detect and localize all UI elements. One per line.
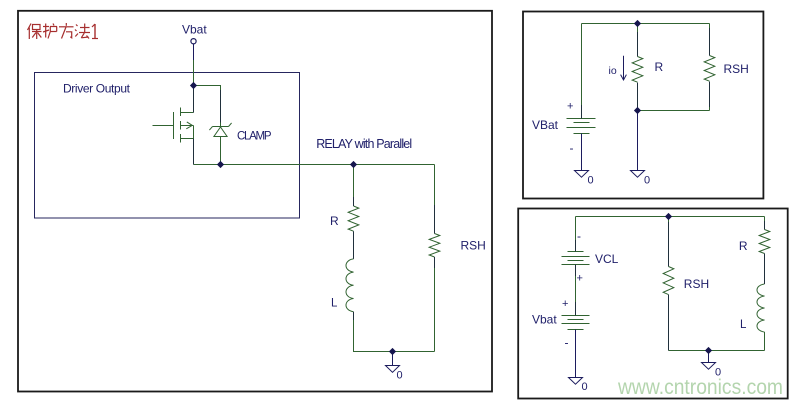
- svg-text:+: +: [567, 101, 573, 113]
- svg-text:io: io: [609, 65, 617, 77]
- svg-text:0: 0: [644, 175, 650, 187]
- svg-text:www.cntronics.com: www.cntronics.com: [617, 376, 783, 399]
- svg-text:L: L: [331, 298, 338, 310]
- svg-text:0: 0: [588, 175, 594, 187]
- svg-text:+: +: [562, 298, 568, 310]
- svg-text:-: -: [577, 229, 581, 243]
- svg-text:RSH: RSH: [724, 62, 749, 76]
- svg-text:CLAMP: CLAMP: [237, 131, 272, 143]
- svg-text:RSH: RSH: [461, 239, 486, 253]
- svg-text:R: R: [655, 60, 664, 74]
- svg-text:+: +: [577, 273, 583, 285]
- svg-text:0: 0: [582, 381, 588, 393]
- svg-text:Vbat: Vbat: [182, 23, 207, 37]
- svg-text:VBat: VBat: [532, 118, 559, 132]
- svg-text:R: R: [330, 214, 339, 228]
- svg-text:Driver Output: Driver Output: [63, 82, 131, 96]
- svg-text:VCL: VCL: [595, 252, 619, 266]
- svg-text:-: -: [565, 336, 569, 350]
- svg-text:0: 0: [397, 370, 403, 382]
- svg-text:R: R: [739, 239, 748, 253]
- svg-text:RSH: RSH: [684, 277, 709, 291]
- svg-text:L: L: [740, 319, 747, 331]
- svg-text:RELAY with Parallel: RELAY with Parallel: [316, 137, 412, 151]
- svg-text:-: -: [570, 141, 574, 155]
- svg-text:0: 0: [715, 367, 721, 379]
- svg-text:Vbat: Vbat: [532, 313, 557, 327]
